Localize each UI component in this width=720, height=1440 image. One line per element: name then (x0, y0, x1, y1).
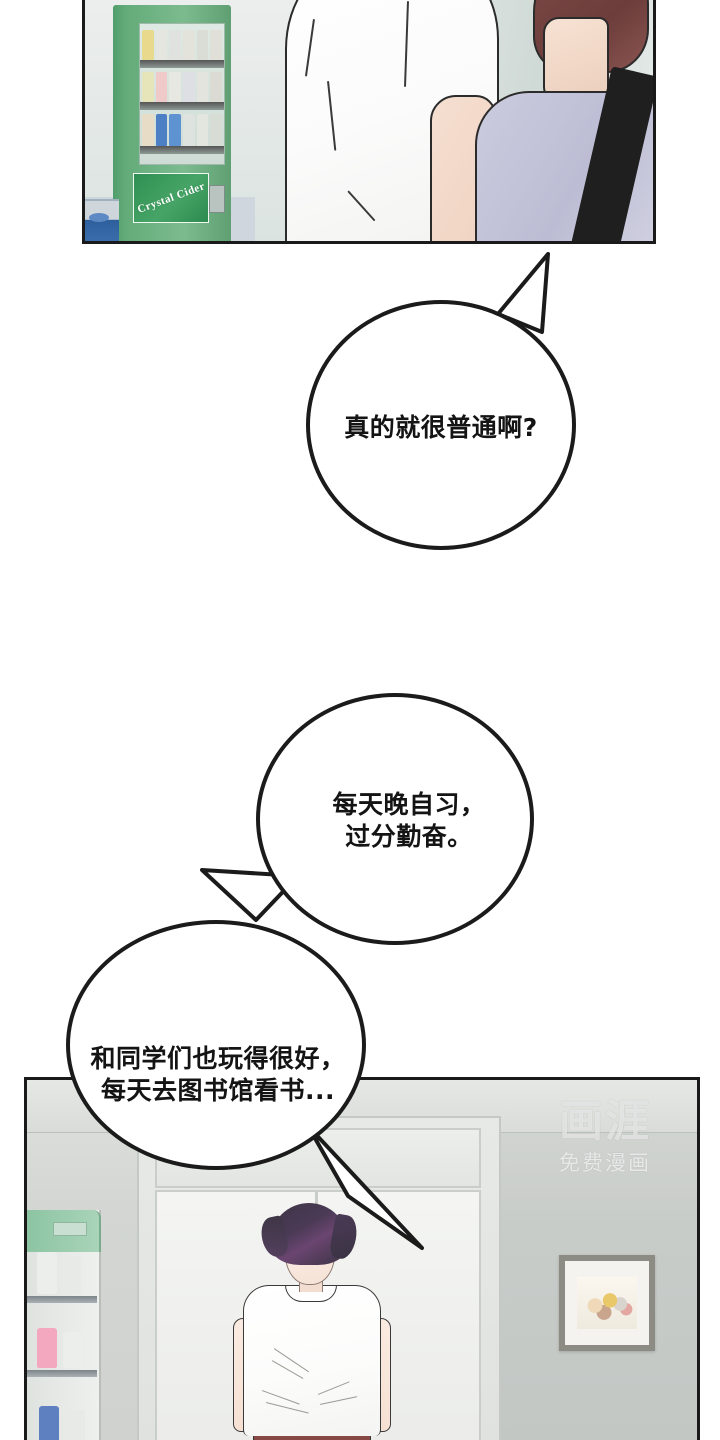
wall-picture-frame (559, 1255, 655, 1351)
speech-bubble-1-text: 真的就很普通啊? (344, 412, 538, 442)
hallway-bin (85, 199, 119, 241)
speech-bubble-3: 和同学们也玩得很好， 每天去图书馆看书... (66, 920, 366, 1170)
vending-machine-window (139, 23, 225, 165)
vending-machine: Crystal Cider (113, 5, 231, 241)
speech-bubble-2-text: 每天晚自习， 过分勤奋。 (332, 789, 486, 852)
student2-neck (543, 17, 609, 101)
speech-bubble-2: 每天晚自习， 过分勤奋。 (256, 693, 534, 945)
panel-top: Crystal Cider (82, 0, 656, 244)
speech-bubble-3-tail (300, 1100, 440, 1270)
vending-machine-brand-text: Crystal Cider (135, 179, 207, 216)
boy-hair (270, 1203, 348, 1265)
speech-bubble-3-text: 和同学们也玩得很好， 每天去图书馆看书... (90, 1043, 346, 1106)
vending-machine-coin-slot (209, 185, 225, 213)
wall-picture-artwork (577, 1277, 637, 1329)
vending-machine-brand-label: Crystal Cider (133, 173, 209, 223)
corridor-fridge-label (53, 1222, 87, 1236)
boy-tshirt (243, 1285, 381, 1436)
speech-bubble-1: 真的就很普通啊? (306, 300, 576, 550)
